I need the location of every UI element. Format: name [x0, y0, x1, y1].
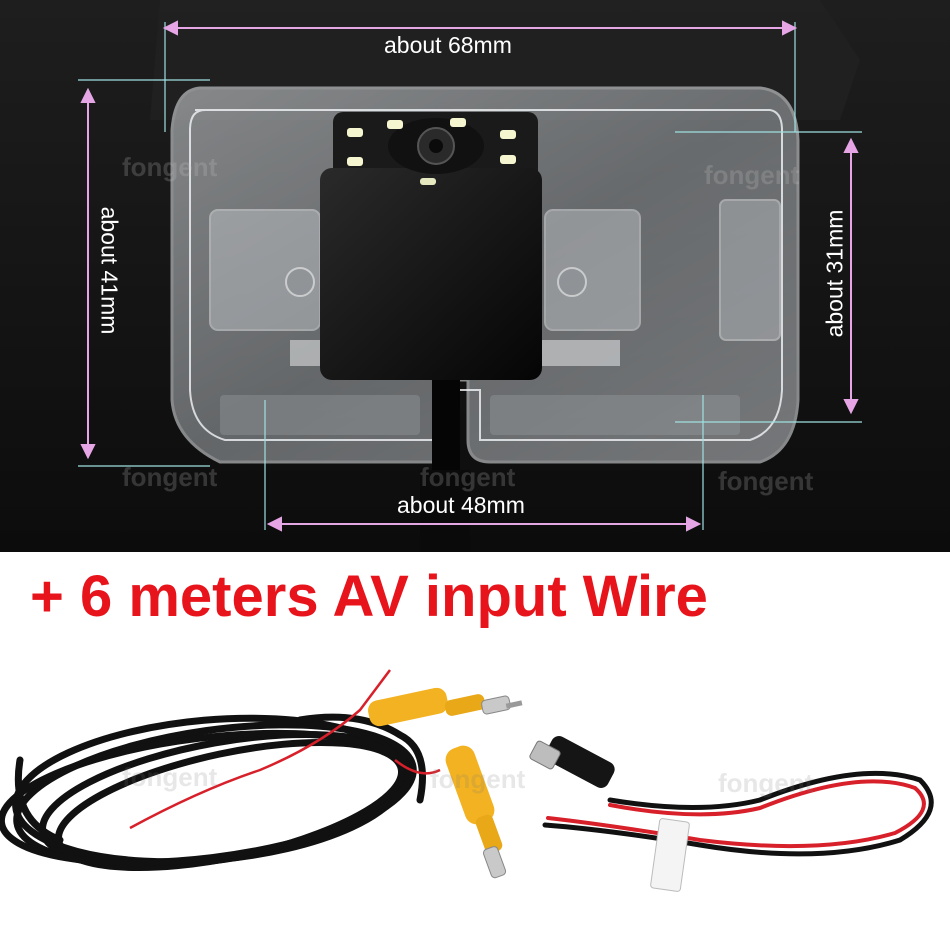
height-dimension-label: about 41mm [96, 206, 123, 335]
coiled-cable [0, 713, 426, 872]
product-headline: + 6 meters AV input Wire [30, 564, 708, 629]
guide-lines [78, 22, 862, 530]
cable-label-tag [650, 818, 690, 892]
av-cable-photo: fongent fongent fongent [0, 650, 950, 950]
camera-body [320, 112, 542, 380]
dc-connector [529, 736, 615, 788]
inner-height-dimension-label: about 31mm [821, 209, 848, 338]
rca-connector-top [368, 687, 523, 727]
watermark: fongent [718, 768, 814, 798]
camera-photo: about 68mm about 41mm about 31mm about 4… [0, 0, 950, 552]
width-dimension-label: about 68mm [384, 32, 512, 58]
watermark: fongent [704, 160, 800, 190]
watermark: fongent [122, 462, 218, 492]
inner-width-dimension-label: about 48mm [397, 492, 525, 518]
watermark: fongent [718, 466, 814, 496]
watermark: fongent [420, 462, 516, 492]
watermark: fongent [122, 152, 218, 182]
cable-illustration [0, 669, 934, 892]
camera-illustration [0, 0, 950, 552]
rca-connector-bottom [445, 745, 507, 879]
red-trigger-wire [129, 669, 441, 830]
dimension-arrows [80, 20, 859, 532]
watermark: fongent [122, 762, 218, 792]
watermark: fongent [430, 764, 526, 794]
